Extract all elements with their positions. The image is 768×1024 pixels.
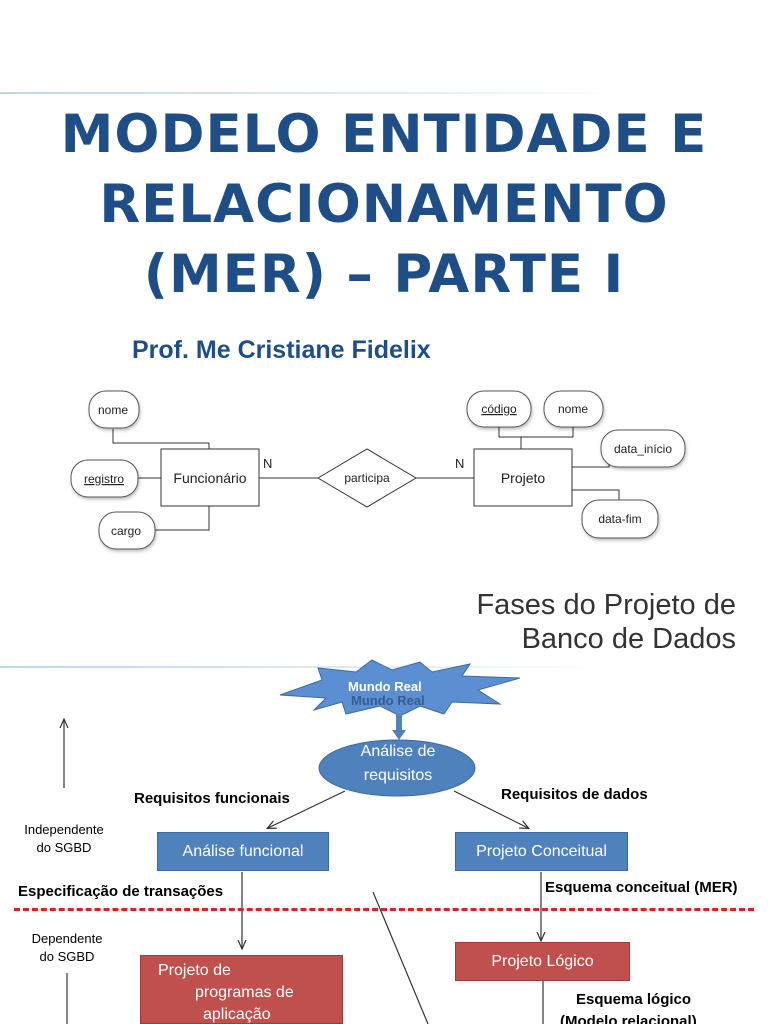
slide2-header-rule (0, 666, 600, 668)
arrow-to-analise-funcional (268, 790, 346, 828)
cardinality-left: N (263, 456, 272, 471)
projeto-logico-box: Projeto Lógico (455, 942, 630, 981)
sgbd-divider (14, 908, 754, 911)
attr-data-fim-label: data-fim (598, 512, 641, 526)
independente-line-1: Independente (24, 822, 104, 837)
esquema-conceitual-label: Esquema conceitual (MER) (545, 879, 738, 896)
diagonal-connector (372, 891, 429, 1024)
attr-registro-label: registro (84, 472, 124, 486)
title-line-3: (MER) – PARTE I (143, 244, 625, 305)
slide2-title-line-2: Banco de Dados (521, 623, 736, 655)
esquema-logico-line-1: Esquema lógico (576, 991, 692, 1008)
attr-cargo-label: cargo (111, 524, 141, 538)
projeto-programas-box: Projeto de programas de aplicação (140, 955, 343, 1024)
attr-data-fim-shape (581, 499, 659, 539)
connector-cargo (155, 506, 210, 531)
mundo-real-shadow-label: Mundo Real (351, 693, 425, 708)
header-rule (0, 92, 620, 94)
attr-nome-projeto-shape (543, 390, 604, 428)
connector-data-fim (572, 489, 620, 500)
projeto-programas-line-1: Projeto de (158, 962, 231, 979)
entity-funcionario-shape (160, 448, 260, 507)
independente-label: Independente do SGBD (15, 821, 113, 857)
entity-projeto-shape (473, 448, 573, 507)
attr-data-inicio-shape (600, 429, 686, 468)
fases-diagram (0, 659, 768, 1024)
title-line-2: RELACIONAMENTO (99, 174, 669, 235)
mundo-real-burst (279, 659, 521, 717)
relationship-participa-shape (317, 448, 417, 508)
er-connectors (112, 427, 620, 531)
projeto-programas-line-3: aplicação (203, 1006, 271, 1023)
analise-requisitos-line-2: requisitos (363, 767, 433, 784)
connector-nome (112, 429, 210, 449)
title-line-1: MODELO ENTIDADE E (60, 104, 708, 165)
mundo-real-arrowhead (392, 730, 406, 740)
page-title: MODELO ENTIDADE E RELACIONAMENTO (MER) –… (0, 100, 768, 310)
entity-funcionario-label: Funcionário (173, 470, 246, 486)
projeto-programas-line-2: programas de (195, 984, 294, 1001)
attr-codigo-label: código (481, 402, 517, 416)
connector-codigo (498, 427, 522, 449)
dependente-line-2: do SGBD (39, 949, 95, 964)
requisitos-funcionais-label: Requisitos funcionais (134, 790, 290, 807)
slide-fases: Fases do Projeto de Banco de Dados (0, 580, 768, 1024)
dependente-label: Dependente do SGBD (18, 930, 116, 966)
attr-codigo-shape (466, 390, 532, 428)
relationship-participa-label: participa (344, 471, 390, 485)
er-diagram: nome registro cargo Funcionário N partic… (70, 390, 686, 550)
cardinality-right: N (455, 456, 464, 471)
independente-line-2: do SGBD (36, 840, 92, 855)
esquema-logico-line-2: (Modelo relacional) (560, 1013, 697, 1024)
entity-projeto-label: Projeto (501, 470, 546, 486)
attr-cargo-shape (98, 511, 156, 550)
slide2-title: Fases do Projeto de Banco de Dados (476, 588, 736, 656)
attr-nome-projeto-label: nome (558, 402, 588, 416)
connector-nome-projeto (521, 427, 574, 438)
attr-data-inicio-label: data_início (614, 442, 672, 456)
attr-nome-label: nome (98, 403, 128, 417)
attr-nome-shape (88, 390, 140, 429)
analise-requisitos-ellipse (318, 739, 476, 797)
analise-requisitos-line-1: Análise de (360, 743, 436, 760)
projeto-conceitual-box: Projeto Conceitual (455, 832, 628, 871)
dependente-line-1: Dependente (31, 931, 103, 946)
analise-requisitos-label: Análise de requisitos (320, 740, 476, 788)
mundo-real-label: Mundo Real (348, 679, 422, 694)
attr-registro-shape (70, 459, 139, 498)
analise-funcional-box: Análise funcional (157, 832, 329, 871)
slide-title: MODELO ENTIDADE E RELACIONAMENTO (MER) –… (0, 92, 768, 550)
author-name: Prof. Me Cristiane Fidelix (132, 336, 431, 364)
requisitos-dados-label: Requisitos de dados (501, 786, 648, 803)
slide2-title-line-1: Fases do Projeto de (476, 589, 736, 621)
arrow-to-projeto-conceitual (453, 790, 528, 828)
especificacao-transacoes-label: Especificação de transações (18, 883, 224, 900)
